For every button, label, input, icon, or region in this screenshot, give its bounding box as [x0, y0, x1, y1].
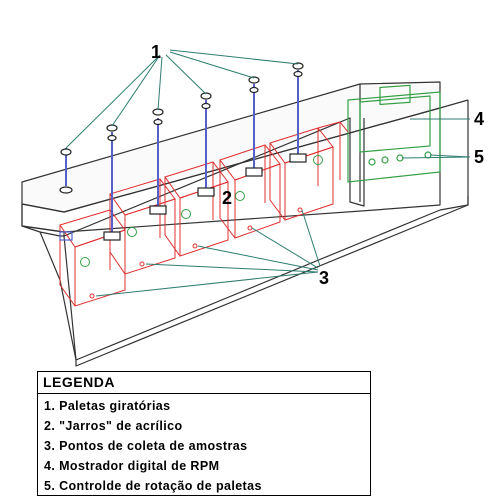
jar-4	[219, 144, 281, 239]
leader-lines	[65, 49, 471, 297]
callout-4: 4	[474, 109, 484, 129]
control-panel	[347, 84, 441, 183]
paddle-2	[103, 124, 121, 241]
cabinet-base	[75, 196, 469, 361]
legend-item-mostrador: 4. Mostrador digital de RPM	[44, 459, 220, 473]
legend-item-controle: 5. Controlde de rotação de paletas	[44, 479, 262, 493]
sample-point-3	[192, 243, 198, 249]
cabinet	[21, 81, 469, 367]
legend-list: 1. Paletas giratórias 2. "Jarros" de acr…	[38, 394, 370, 496]
sample-point-5	[297, 207, 303, 213]
jar-5	[269, 127, 334, 221]
control-panel-face	[347, 91, 441, 183]
legend-item-jarros: 2. "Jarros" de acrílico	[44, 419, 183, 433]
paddle-6	[289, 62, 307, 163]
jar-6	[317, 121, 349, 180]
paddle-5	[245, 76, 263, 177]
legend-item-paletas: 1. Paletas giratórias	[44, 399, 171, 413]
callout-5: 5	[474, 147, 484, 167]
rpm-display-window	[379, 84, 411, 106]
sample-point-2	[139, 261, 145, 267]
paddles	[59, 62, 307, 241]
callout-labels: 1 2 3 4 5	[151, 42, 484, 288]
cabinet-left-side	[21, 204, 469, 367]
paddle-1	[59, 148, 73, 241]
legend-item-pontos: 3. Pontos de coleta de amostras	[44, 439, 248, 453]
rpm-display-screen	[359, 95, 431, 153]
callout-1: 1	[151, 42, 161, 62]
callout-3: 3	[319, 268, 329, 288]
control-knob-2[interactable]	[381, 156, 389, 164]
paddle-3	[149, 108, 167, 215]
callout-2: 2	[222, 188, 232, 208]
legend-title: LEGENDA	[38, 372, 370, 394]
sample-point-1	[89, 293, 95, 299]
control-knob-1[interactable]	[368, 158, 376, 166]
sample-point-4	[247, 225, 253, 231]
legend-box: LEGENDA 1. Paletas giratórias 2. "Jarros…	[37, 371, 371, 496]
paddle-4	[197, 92, 215, 197]
